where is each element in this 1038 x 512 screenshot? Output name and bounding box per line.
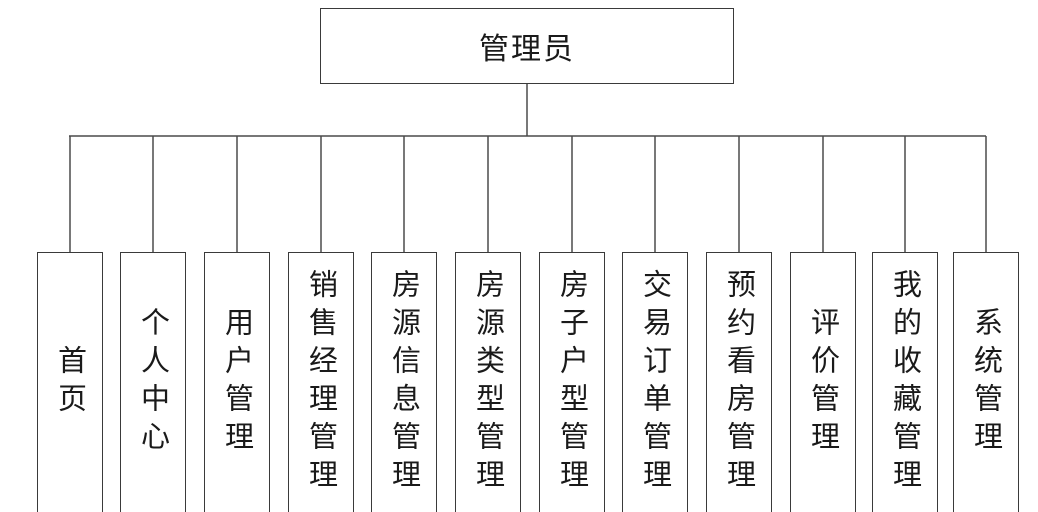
child-node-viewing-appointment-management: 预约看房管理 xyxy=(706,252,772,512)
child-node-sales-manager-management: 销售经理管理 xyxy=(288,252,354,512)
child-label: 用户管理 xyxy=(220,306,255,459)
child-node-system-management: 系统管理 xyxy=(953,252,1019,512)
child-node-user-management: 用户管理 xyxy=(204,252,270,512)
child-label: 房子户型管理 xyxy=(555,268,590,497)
child-node-listing-info-management: 房源信息管理 xyxy=(371,252,437,512)
root-node: 管理员 xyxy=(320,8,734,84)
child-node-personal-center: 个人中心 xyxy=(120,252,186,512)
child-node-transaction-order-management: 交易订单管理 xyxy=(622,252,688,512)
child-label: 销售经理管理 xyxy=(304,268,339,497)
child-label: 房源信息管理 xyxy=(387,268,422,497)
root-label: 管理员 xyxy=(479,32,575,67)
child-node-favorites-management: 我的收藏管理 xyxy=(872,252,938,512)
child-label: 房源类型管理 xyxy=(471,268,506,497)
child-label: 我的收藏管理 xyxy=(888,268,923,497)
child-node-listing-type-management: 房源类型管理 xyxy=(455,252,521,512)
child-label: 系统管理 xyxy=(969,306,1004,459)
child-label: 预约看房管理 xyxy=(722,268,757,497)
child-node-review-management: 评价管理 xyxy=(790,252,856,512)
child-label: 交易订单管理 xyxy=(638,268,673,497)
child-drop-lines xyxy=(69,136,987,252)
child-node-home: 首页 xyxy=(37,252,103,512)
connector-lines xyxy=(69,84,987,252)
child-label: 首页 xyxy=(53,344,88,421)
child-node-house-layout-management: 房子户型管理 xyxy=(539,252,605,512)
child-label: 评价管理 xyxy=(806,306,841,459)
child-label: 个人中心 xyxy=(136,306,171,459)
